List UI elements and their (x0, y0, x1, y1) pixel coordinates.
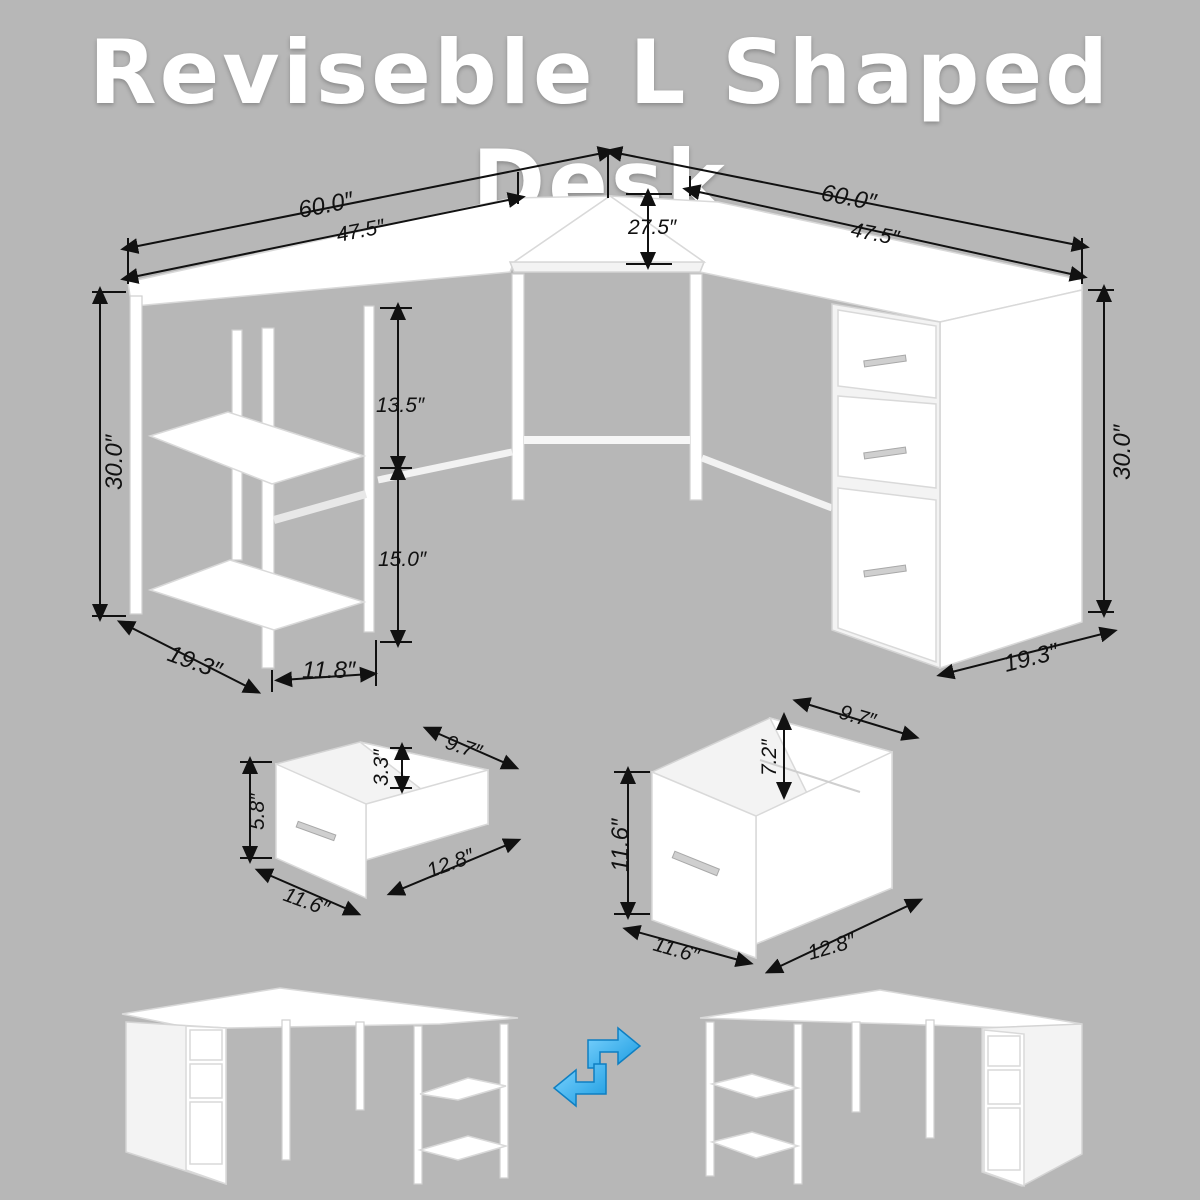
label-small-drawer-length: 12.8″ (424, 844, 479, 883)
swap-arrows-icon (552, 1026, 642, 1108)
drawer-handle (863, 446, 907, 460)
label-small-drawer-depth-inner: 9.7″ (442, 731, 485, 765)
label-corner-depth: 27.5″ (627, 216, 678, 239)
leg-left-front (129, 295, 143, 615)
main-dimension-lines (92, 146, 1118, 694)
label-small-drawer-height: 5.8″ (246, 792, 269, 830)
drawer-2 (837, 395, 937, 489)
label-file-drawer-inner-height: 7.2″ (758, 738, 781, 776)
drawer-1 (837, 309, 937, 399)
label-depth-left: 19.3″ (164, 640, 227, 685)
label-height-left: 30.0″ (101, 433, 128, 490)
label-height-right: 30.0″ (1109, 423, 1136, 480)
mini-desk-left (121, 987, 519, 1186)
label-file-drawer-width: 11.6″ (651, 933, 704, 968)
label-file-drawer-depth-inner: 9.7″ (837, 701, 880, 734)
label-shelf-lower: 15.0″ (378, 548, 428, 571)
label-small-drawer-inner-height: 3.3″ (370, 748, 393, 786)
label-top-left-outer: 60.0″ (296, 187, 357, 224)
mini-desk-right (699, 989, 1083, 1188)
shelf-upper (147, 411, 367, 485)
drawer-handle (863, 354, 907, 368)
drawer-3 (837, 487, 937, 664)
leg-corner-right (689, 273, 703, 501)
label-shelf-upper: 13.5″ (376, 394, 426, 417)
label-small-drawer-width: 11.6″ (280, 883, 333, 921)
label-top-right-outer: 60.0″ (819, 179, 880, 216)
drawer-handle (671, 850, 721, 877)
drawer-handle (863, 564, 907, 578)
label-file-drawer-height: 11.6″ (607, 817, 634, 872)
small-drawer (274, 741, 489, 900)
cabinet-side (939, 289, 1083, 670)
shelf-lower (147, 559, 367, 631)
leg-left-back (363, 305, 375, 633)
drawer-handle (295, 820, 337, 842)
label-file-drawer-length: 12.8″ (805, 929, 859, 965)
main-desk (127, 195, 1083, 670)
label-shelf-width: 11.8″ (302, 657, 357, 684)
leg-corner-left (511, 273, 525, 501)
file-drawer (650, 716, 893, 960)
